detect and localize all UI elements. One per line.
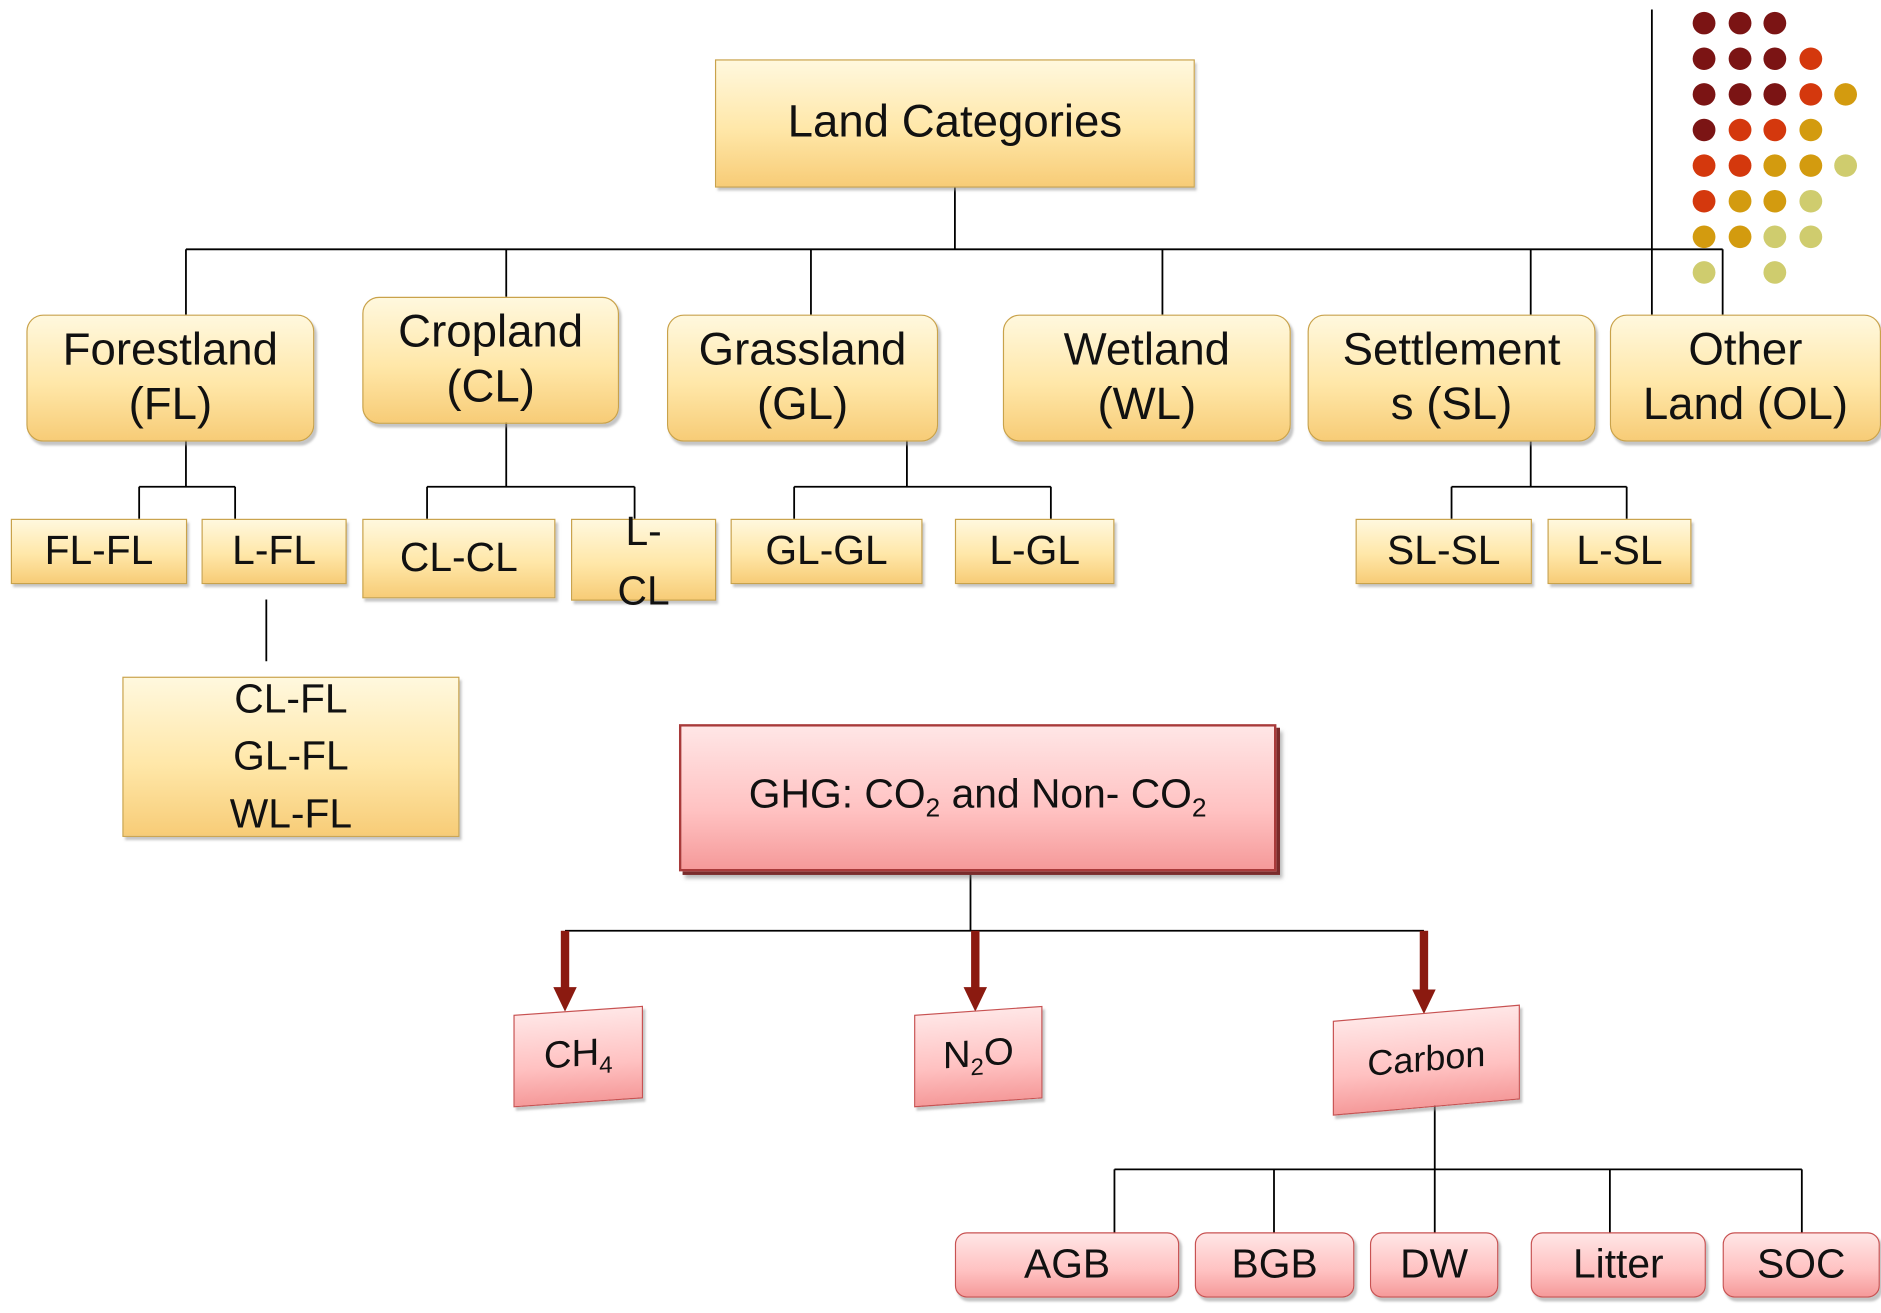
category-label: Other — [1688, 325, 1803, 376]
category-code: (WL) — [1097, 379, 1197, 430]
decorative-dot — [1798, 225, 1822, 249]
category-label: Cropland — [398, 307, 584, 358]
pool-soc: SOC — [1722, 1232, 1880, 1298]
carbon-label: Carbon — [1367, 1034, 1486, 1085]
ghg-node: GHG: CO2 and Non- CO2 — [678, 724, 1277, 872]
sub-fl-fl: FL-FL — [10, 518, 188, 585]
decorative-dot — [1763, 47, 1787, 71]
decorative-dot — [1692, 261, 1716, 284]
category-code: Land (OL) — [1642, 379, 1849, 430]
ghg-prefix: GHG: CO — [748, 772, 926, 818]
decorative-dot — [1798, 118, 1822, 142]
pool-dw: DW — [1369, 1232, 1499, 1298]
n2o-label: N2O — [943, 1028, 1014, 1084]
decorative-dot — [1798, 154, 1822, 177]
decorative-dot — [1763, 261, 1787, 284]
category-label: Forestland — [62, 325, 279, 376]
category-code: (FL) — [128, 379, 213, 430]
category-cropland: Cropland (CL) — [362, 296, 620, 424]
decorative-dot — [1763, 83, 1787, 106]
pool-bgb: BGB — [1194, 1232, 1355, 1298]
ch4-base: CH — [543, 1030, 600, 1078]
decorative-dot — [1728, 11, 1751, 35]
sub-l-gl: L-GL — [954, 518, 1115, 585]
carbon-node: Carbon — [1332, 1004, 1520, 1116]
n2o-base: N — [942, 1032, 971, 1078]
decorative-dot — [1692, 47, 1716, 71]
decorative-dot — [1692, 225, 1716, 249]
category-wetland: Wetland (WL) — [1002, 314, 1291, 442]
pool-agb: AGB — [954, 1232, 1180, 1298]
arrow-group — [553, 930, 1436, 1015]
n2o-sub: 2 — [970, 1054, 984, 1082]
forest-conversions-box: CL-FL GL-FL WL-FL — [122, 676, 460, 837]
decorative-dot — [1728, 83, 1751, 106]
sub-sl-sl: SL-SL — [1355, 518, 1532, 585]
category-grassland: Grassland (GL) — [666, 314, 939, 442]
ch4-node: CH4 — [513, 1005, 643, 1108]
conversion-item: WL-FL — [229, 791, 353, 837]
conversion-item: GL-FL — [233, 734, 349, 780]
sub-l-cl-line2: CL — [617, 568, 670, 614]
category-label: Wetland — [1063, 325, 1231, 376]
decorative-dot — [1763, 154, 1787, 177]
decorative-dot — [1728, 189, 1751, 213]
ghg-sub2: 2 — [1191, 793, 1207, 823]
decorative-dot — [1728, 154, 1751, 177]
category-other-land: Other Land (OL) — [1609, 314, 1881, 442]
n2o-tail: O — [983, 1029, 1014, 1075]
decorative-dot — [1763, 118, 1787, 142]
sub-gl-gl: GL-GL — [730, 518, 923, 585]
category-forestland: Forestland (FL) — [26, 314, 315, 442]
decorative-dot — [1763, 11, 1787, 35]
category-label: Settlement — [1342, 325, 1561, 376]
decorative-dot — [1798, 47, 1822, 71]
decorative-dot — [1798, 83, 1822, 106]
sub-l-cl: L- CL — [571, 509, 717, 614]
ch4-sub: 4 — [599, 1052, 613, 1080]
category-code: (CL) — [446, 361, 535, 412]
ch4-label: CH4 — [544, 1028, 613, 1084]
ghg-middle: and Non- CO — [940, 772, 1192, 818]
decorative-dot — [1728, 118, 1751, 142]
sub-l-fl: L-FL — [201, 518, 347, 585]
decorative-dot — [1692, 11, 1716, 35]
decorative-dot — [1692, 83, 1716, 106]
category-code: s (SL) — [1390, 379, 1513, 430]
sub-l-cl-line1: L- — [625, 509, 662, 555]
ghg-label: GHG: CO2 and Non- CO2 — [749, 771, 1207, 825]
decorative-dot — [1692, 189, 1716, 213]
decorative-dot — [1692, 154, 1716, 177]
land-categories-node: Land Categories — [714, 59, 1195, 188]
decorative-dot — [1728, 47, 1751, 71]
pool-litter: Litter — [1530, 1232, 1706, 1298]
n2o-node: N2O — [914, 1005, 1043, 1108]
sub-cl-cl: CL-CL — [362, 518, 556, 599]
decorative-dot — [1692, 118, 1716, 142]
ghg-sub1: 2 — [925, 793, 941, 823]
decorative-dot — [1798, 189, 1822, 213]
category-settlements: Settlement s (SL) — [1307, 314, 1596, 442]
decorative-dot — [1763, 225, 1787, 249]
decorative-dot — [1834, 154, 1858, 177]
decorative-dot — [1763, 189, 1787, 213]
sub-l-sl: L-SL — [1547, 518, 1692, 585]
decorative-dot — [1834, 83, 1858, 106]
category-label: Grassland — [698, 325, 907, 376]
conversion-item: CL-FL — [234, 676, 348, 722]
category-code: (GL) — [756, 379, 849, 430]
decorative-dot — [1728, 225, 1751, 249]
